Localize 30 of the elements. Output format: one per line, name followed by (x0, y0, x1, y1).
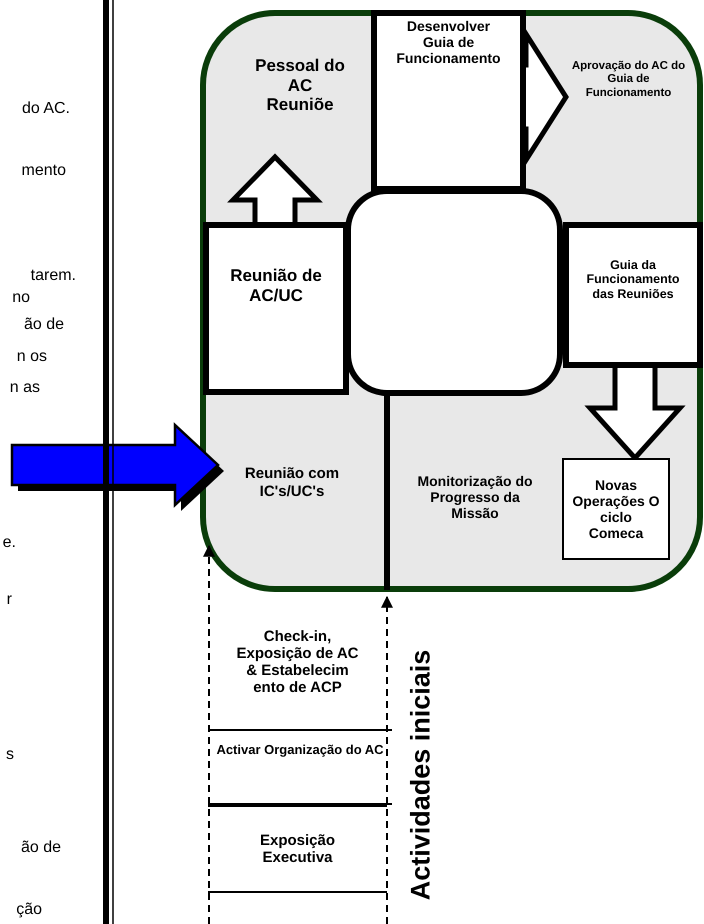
text-fragment: e. (2, 535, 16, 551)
text-fragment: do AC. (22, 101, 70, 117)
text-fragment: r (6, 592, 12, 608)
text-fragment: tarem. (30, 268, 76, 284)
text-fragment: ão de (20, 840, 61, 856)
process-box: Novas Operações O ciclo Comeca (562, 458, 670, 560)
dashed-arrow (381, 596, 393, 924)
block-arrow (227, 153, 323, 224)
process-box: Guia da Funcionamento das Reuniões (563, 222, 703, 368)
block-arrow (10, 422, 224, 511)
step-label: Aprovação do AC do Guia de Funcionamento (566, 50, 691, 110)
text-fragment: ão de (24, 317, 64, 333)
text-fragment: mento (22, 163, 66, 179)
process-box: Reunião de AC/UC (203, 222, 349, 395)
step-label: Reunião com IC's/UC's (218, 455, 366, 510)
step-label: Pessoal do AC Reuniõe (255, 50, 345, 157)
vertical-heading: Actividades iniciais (405, 650, 436, 900)
process-box: Desenvolver Guia de Funcionamento (371, 10, 526, 192)
process-box: Activar Organização do AC (208, 729, 392, 805)
text-fragment: s (6, 747, 14, 763)
cycle-panel (200, 10, 703, 592)
text-fragment: no (12, 290, 30, 306)
step-label: Monitorização do Progresso da Missão (410, 462, 540, 532)
center-box (345, 188, 563, 396)
text-fragment: n as (10, 380, 40, 396)
process-box: Exposição Executiva (208, 805, 387, 893)
text-fragment: ção (16, 902, 42, 918)
text-fragment: n os (16, 349, 47, 365)
dashed-arrow (203, 544, 215, 924)
step-label: Check-in, Exposição de AC & Estabelecim ento de ACP (230, 597, 365, 727)
